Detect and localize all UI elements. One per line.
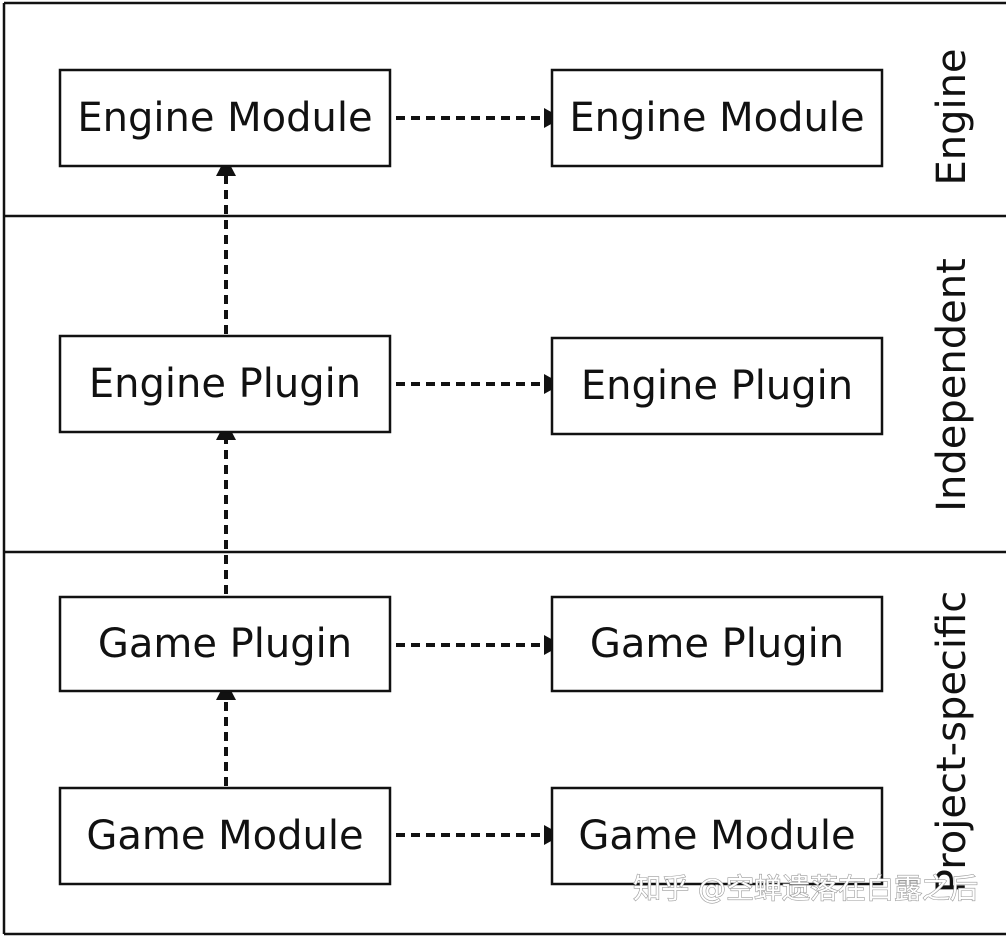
- connections: [216, 108, 562, 845]
- arrow-game-plugin-to-engine-plugin: [216, 421, 236, 594]
- arrow-game-plugin-left-to-right: [396, 635, 562, 655]
- box-label: Engine Module: [77, 95, 372, 141]
- box-game-module-left: Game Module: [58, 786, 392, 886]
- zone-label-project-specific: Project-specific: [929, 591, 975, 893]
- box-engine-plugin-right: Engine Plugin: [550, 336, 884, 436]
- box-game-plugin-right: Game Plugin: [550, 595, 884, 693]
- zone-labels: Engine Independent Project-specific: [929, 48, 975, 893]
- box-label: Game Module: [86, 813, 363, 859]
- box-game-plugin-left: Game Plugin: [58, 595, 392, 693]
- watermark-text: 知乎 @空蝉遗落在白露之后: [633, 872, 978, 905]
- arrow-game-module-to-game-plugin: [216, 681, 236, 786]
- arrow-engine-plugin-to-engine-module: [216, 157, 236, 334]
- arrow-game-module-left-to-right: [396, 825, 562, 845]
- box-engine-module-right: Engine Module: [550, 68, 884, 168]
- box-label: Game Module: [578, 813, 855, 859]
- box-engine-module-left: Engine Module: [58, 68, 392, 168]
- box-label: Engine Plugin: [89, 361, 361, 407]
- box-label: Engine Plugin: [581, 363, 853, 409]
- arrow-engine-plugin-left-to-right: [396, 374, 562, 394]
- arrow-engine-module-left-to-right: [396, 108, 562, 128]
- box-label: Game Plugin: [590, 621, 844, 667]
- zone-label-engine: Engine: [929, 48, 975, 185]
- box-label: Game Plugin: [98, 621, 352, 667]
- box-engine-plugin-left: Engine Plugin: [58, 334, 392, 434]
- box-game-module-right: Game Module: [550, 786, 884, 886]
- box-label: Engine Module: [569, 95, 864, 141]
- zone-label-independent: Independent: [929, 258, 975, 512]
